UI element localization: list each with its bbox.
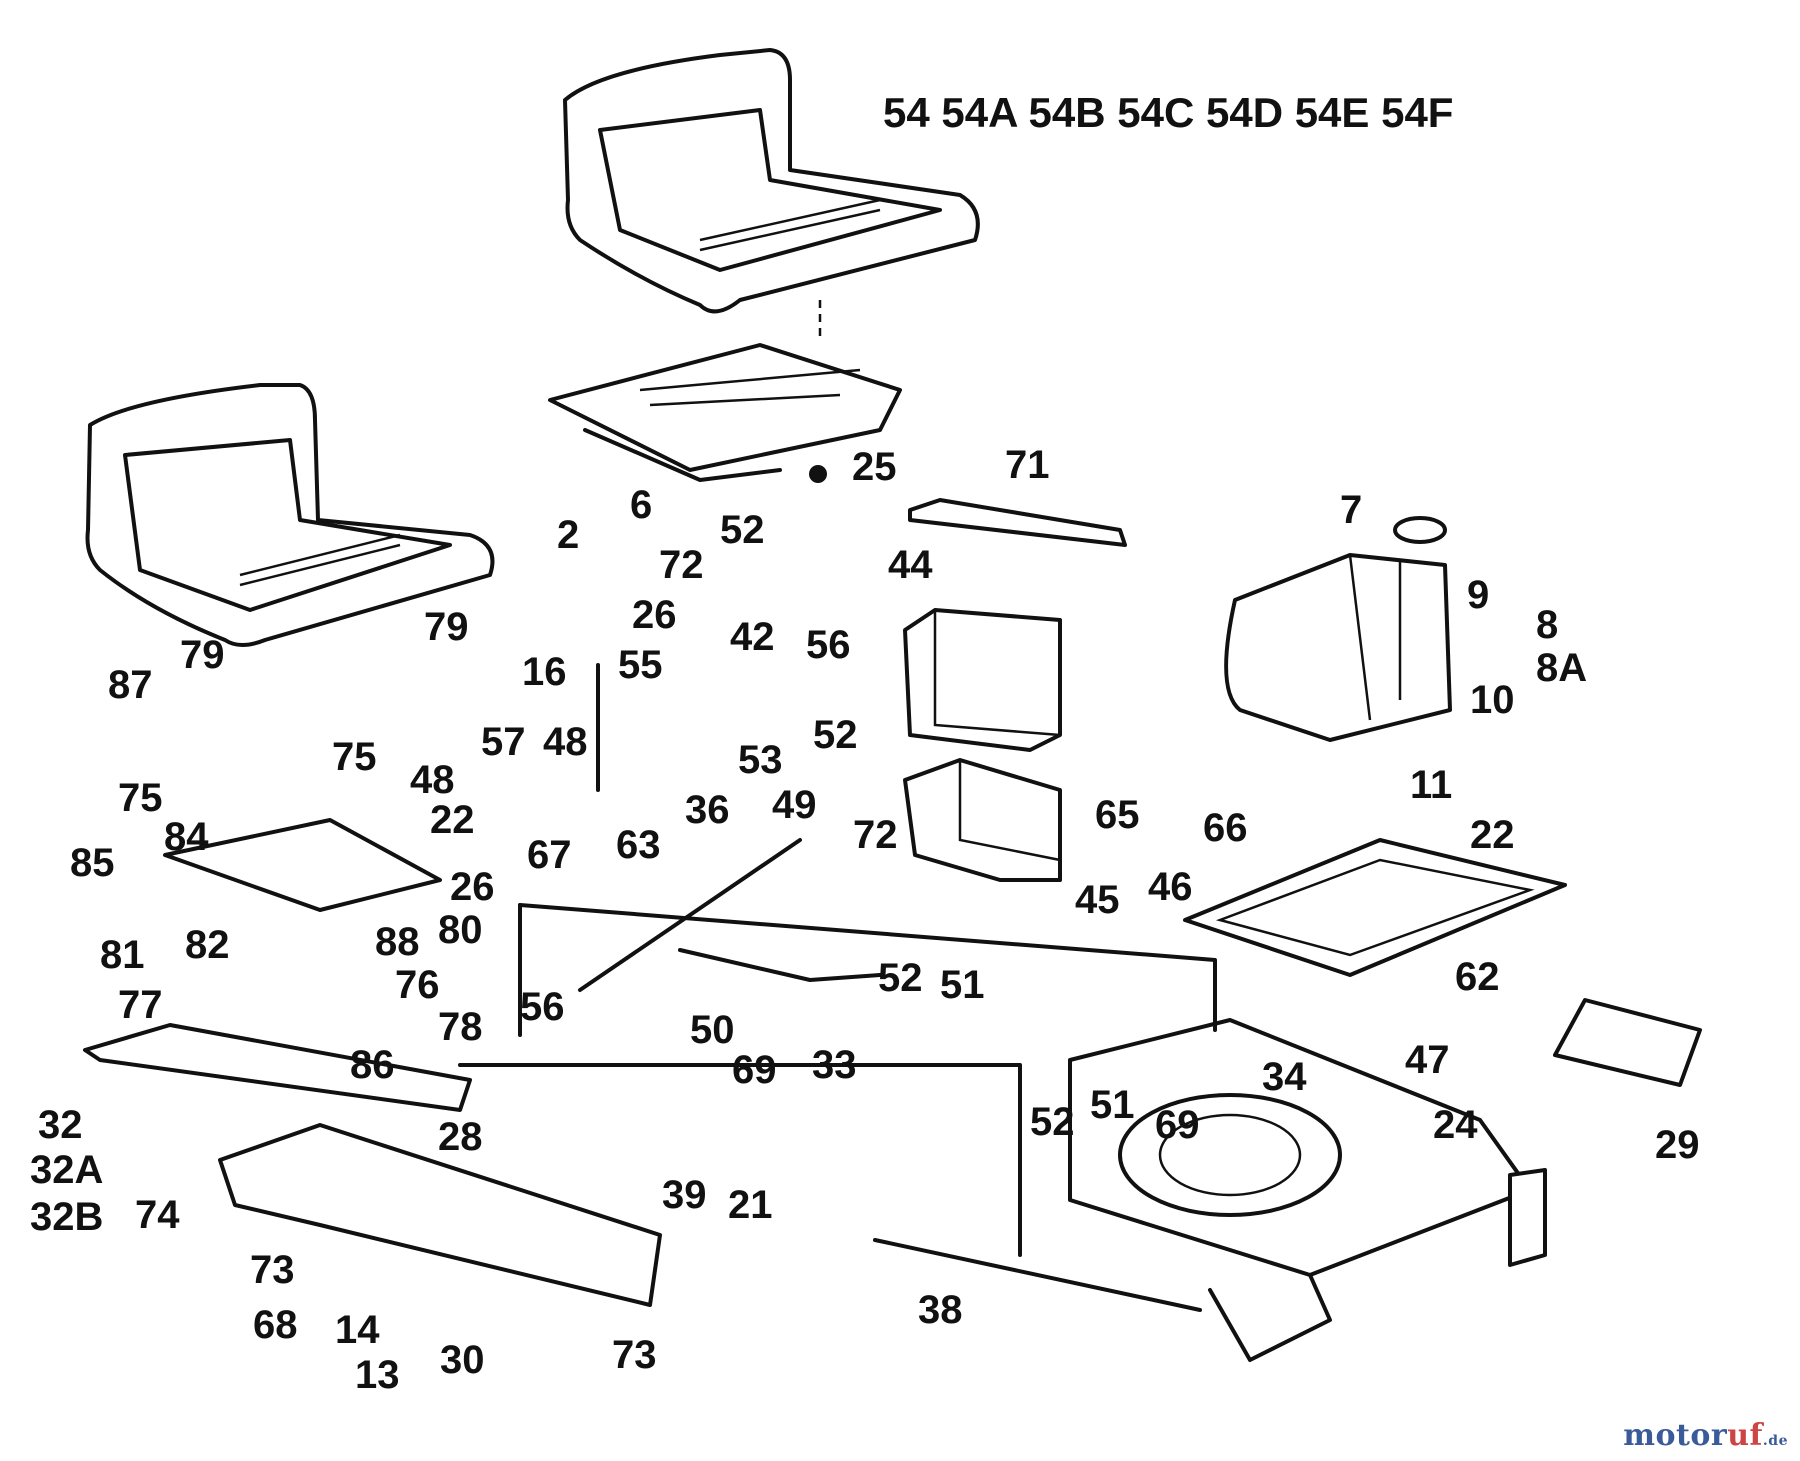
label-85: 85 [70, 841, 115, 885]
label-86: 86 [350, 1043, 395, 1087]
label-25: 25 [852, 445, 897, 489]
label-48: 48 [543, 720, 588, 764]
label-69: 69 [1155, 1103, 1200, 1147]
label-52: 52 [720, 508, 765, 552]
label-7: 7 [1340, 488, 1363, 532]
battery-strap [908, 498, 1127, 547]
label-30: 30 [440, 1338, 485, 1382]
label-88: 88 [375, 920, 420, 964]
label-46: 46 [1148, 865, 1193, 909]
label-29: 29 [1655, 1123, 1700, 1167]
label-57: 57 [481, 720, 526, 764]
seat-upper [563, 48, 980, 314]
label-78: 78 [438, 1005, 483, 1049]
label-67: 67 [527, 833, 572, 877]
label-14: 14 [335, 1308, 380, 1352]
label-73: 73 [250, 1248, 295, 1292]
label-11: 11 [1410, 763, 1453, 807]
label-75: 75 [118, 776, 163, 820]
label-44: 44 [888, 543, 933, 587]
label-9: 9 [1467, 573, 1490, 617]
label-16: 16 [522, 650, 567, 694]
label-26: 26 [450, 865, 495, 909]
label-62: 62 [1455, 955, 1500, 999]
label-6: 6 [630, 483, 653, 527]
label-74: 74 [135, 1193, 180, 1237]
lift-rod [578, 838, 802, 992]
label-38: 38 [918, 1288, 963, 1332]
label-53: 53 [738, 738, 783, 782]
label-13: 13 [355, 1353, 400, 1397]
label-50: 50 [690, 1008, 735, 1052]
label-32a: 32A [30, 1148, 104, 1192]
label-56: 56 [520, 985, 565, 1029]
label-80: 80 [438, 908, 483, 952]
label-39: 39 [662, 1173, 707, 1217]
label-82: 82 [185, 923, 230, 967]
label-32: 32 [38, 1103, 83, 1147]
label-63: 63 [616, 823, 661, 867]
label-69: 69 [732, 1048, 777, 1092]
label-48: 48 [410, 758, 455, 802]
label-51: 51 [1090, 1083, 1135, 1127]
label-81: 81 [100, 933, 145, 977]
step-plate [83, 1023, 662, 1307]
label-51: 51 [940, 963, 985, 1007]
label-79: 79 [180, 633, 225, 677]
battery [903, 608, 1062, 752]
label-45: 45 [1075, 878, 1120, 922]
label-76: 76 [395, 963, 440, 1007]
label-26: 26 [632, 593, 677, 637]
label-66: 66 [1203, 806, 1248, 850]
label-28: 28 [438, 1115, 483, 1159]
rack [678, 948, 882, 982]
label-73: 73 [612, 1333, 657, 1377]
label-22: 22 [1470, 813, 1515, 857]
bracket-85 [163, 818, 442, 912]
label-65: 65 [1095, 793, 1140, 837]
label-79: 79 [424, 605, 469, 649]
label-87: 87 [108, 663, 153, 707]
label-71: 71 [1005, 443, 1050, 487]
foot-plate [1553, 998, 1702, 1087]
label-52: 52 [813, 713, 858, 757]
label-75: 75 [332, 735, 377, 779]
label-84: 84 [164, 815, 209, 859]
label-seat-variants: 54 54A 54B 54C 54D 54E 54F [883, 89, 1454, 136]
label-34: 34 [1262, 1055, 1307, 1099]
label-8: 8 [1536, 603, 1559, 647]
label-47: 47 [1405, 1038, 1450, 1082]
label-68: 68 [253, 1303, 298, 1347]
fuel-tank [1224, 516, 1452, 742]
seat-pan [548, 300, 902, 483]
label-8a: 8A [1536, 646, 1588, 690]
label-77: 77 [118, 983, 163, 1027]
label-52: 52 [878, 956, 923, 1000]
label-72: 72 [853, 813, 898, 857]
label-21: 21 [728, 1183, 773, 1227]
label-55: 55 [618, 643, 663, 687]
label-56: 56 [806, 623, 851, 667]
mounting-plate [1183, 838, 1567, 977]
seat-lower [85, 383, 495, 647]
label-22: 22 [430, 798, 475, 842]
label-32b: 32B [30, 1195, 104, 1239]
label-33: 33 [812, 1043, 857, 1087]
label-42: 42 [730, 615, 775, 659]
label-49: 49 [772, 783, 817, 827]
label-72: 72 [659, 543, 704, 587]
label-36: 36 [685, 788, 730, 832]
battery-holder [903, 758, 1062, 882]
watermark-logo: motoruf.de [1623, 1418, 1788, 1453]
label-24: 24 [1433, 1103, 1478, 1147]
label-10: 10 [1470, 678, 1515, 722]
label-52: 52 [1030, 1100, 1075, 1144]
label-2: 2 [557, 513, 580, 557]
main-frame [458, 903, 1547, 1362]
